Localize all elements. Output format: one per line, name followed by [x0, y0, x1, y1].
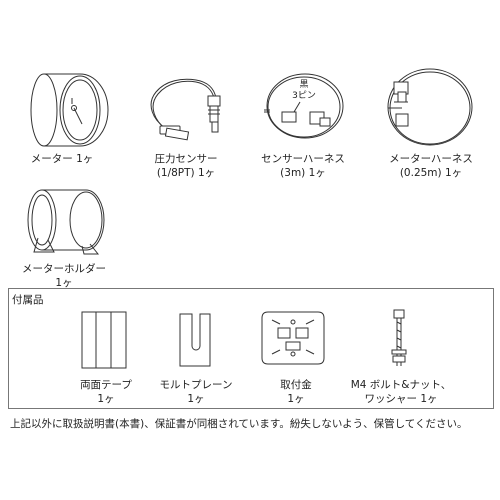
meter-holder-caption: メーターホルダー 1ヶ: [22, 263, 106, 289]
double-sided-tape-illustration: [81, 311, 127, 369]
accessories-panel: [8, 288, 494, 409]
accessories-title: 付属品: [12, 294, 44, 306]
mounting-bracket-illustration: [261, 311, 325, 365]
connector-label: 黒 3ピン: [292, 80, 316, 101]
pressure-sensor-caption: 圧力センサー (1/8PT) 1ヶ: [154, 153, 218, 179]
sensor-harness-caption: センサーハーネス (3m) 1ヶ: [261, 153, 345, 179]
moltoprene-caption: モルトプレーン 1ヶ: [159, 379, 233, 405]
double-sided-tape-caption: 両面テープ 1ヶ: [80, 379, 132, 405]
moltoprene-illustration: [179, 313, 211, 367]
meter-harness-caption: メーターハーネス (0.25m) 1ヶ: [389, 153, 473, 179]
bolt-nut-washer-illustration: [391, 309, 407, 366]
meter-harness-illustration: [387, 68, 473, 146]
footer-note: 上記以外に取扱説明書(本書)、保証書が同梱されています。紛失しないよう、保管して…: [10, 418, 468, 430]
meter-holder-illustration: [27, 189, 105, 255]
mounting-bracket-caption: 取付金 1ヶ: [280, 379, 312, 405]
bolt-nut-washer-caption: M4 ボルト&ナット、 ワッシャー 1ヶ: [350, 379, 452, 405]
meter-caption: メーター 1ヶ: [30, 153, 94, 165]
pressure-sensor-illustration: [150, 78, 221, 141]
sensor-harness-illustration: [264, 73, 344, 139]
meter-illustration: [30, 73, 109, 147]
